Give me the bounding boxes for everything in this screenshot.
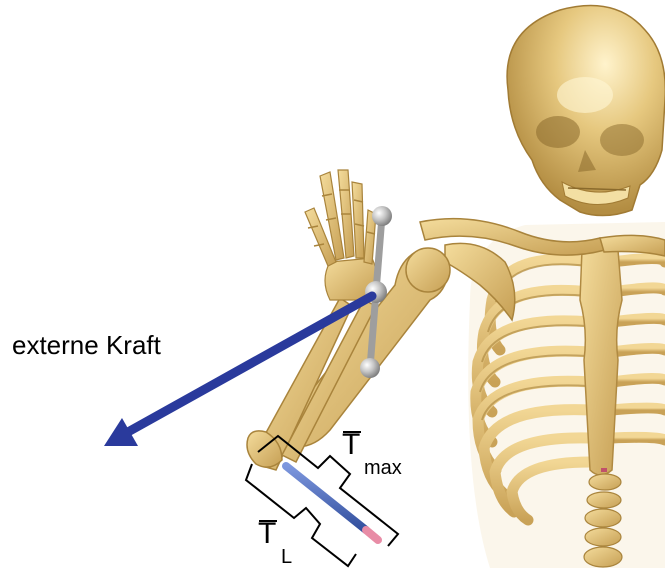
t-max-symbol: T [342, 428, 360, 462]
skull [507, 6, 665, 216]
external-force-label: externe Kraft [12, 330, 161, 361]
marker-top-sphere [372, 206, 392, 226]
t-l-subscript: L [281, 546, 292, 569]
t-max-subscript: max [364, 457, 402, 480]
marker-bottom-sphere [360, 358, 380, 378]
t-l-symbol: T [258, 517, 276, 551]
hand [305, 170, 377, 300]
